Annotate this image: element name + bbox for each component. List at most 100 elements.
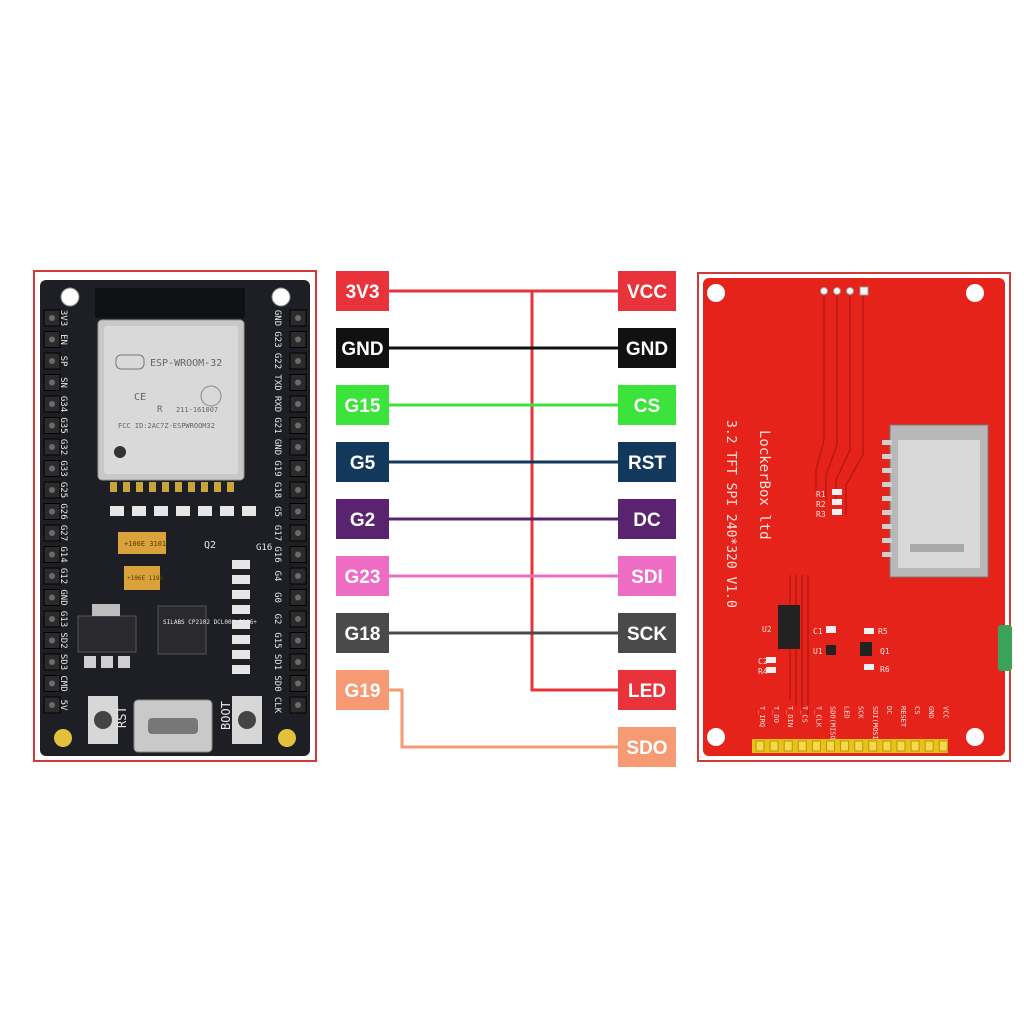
header-pin-hole xyxy=(49,680,55,687)
header-pin-hole xyxy=(49,530,55,536)
resistor-column xyxy=(232,560,250,674)
esp-pin-label: G19 xyxy=(272,460,282,476)
wifi-logo-icon xyxy=(200,385,222,407)
smd-resistor xyxy=(232,605,250,614)
pin-label-3v3: 3V3 xyxy=(346,282,380,303)
resistor-r6 xyxy=(864,664,874,670)
tft-header-pin xyxy=(938,740,948,752)
mount-hole xyxy=(54,729,72,747)
espressif-logo xyxy=(115,354,145,370)
header-pin-hole xyxy=(49,401,55,407)
esp-pin-label: G2 xyxy=(272,614,282,625)
header-pin-hole xyxy=(49,508,55,515)
pin1-dot xyxy=(114,446,126,458)
tft-header-pin xyxy=(797,740,807,752)
component-label-c2: C2 xyxy=(758,657,768,666)
ribbon-tab xyxy=(998,625,1012,671)
sd-pin xyxy=(882,510,892,515)
pin-label-sdo: SDO xyxy=(626,738,667,759)
tft-pin-label: CS xyxy=(913,706,921,714)
esp-pin-label: G33 xyxy=(58,460,68,476)
esp-pin-label: CLK xyxy=(272,697,282,714)
header-pin-hole xyxy=(295,379,301,386)
sd-pin xyxy=(882,454,892,459)
fcc-id: FCC ID:2AC7Z-ESPWROOM32 xyxy=(118,422,215,430)
esp32-board: ESP-WROOM-32 CE R 211-161007 FCC ID:2AC7… xyxy=(40,280,310,756)
header-pin-hole xyxy=(295,358,301,364)
header-pin-hole xyxy=(49,573,55,579)
esp-pin-label: SD3 xyxy=(58,654,68,670)
sd-pin xyxy=(882,538,892,543)
tft-header-pins xyxy=(755,740,948,752)
header-pin-hole xyxy=(49,336,55,343)
mount-hole xyxy=(707,284,725,302)
pin-label-g15: G15 xyxy=(345,396,381,417)
sd-pin xyxy=(882,552,892,557)
component-label-r2: R2 xyxy=(816,500,826,509)
top-pad xyxy=(846,287,854,295)
pin-box-sck xyxy=(618,613,676,653)
pin-box-gnd xyxy=(336,328,389,368)
tft-pin-label: T_IRQ xyxy=(758,706,766,727)
pin-box-g23 xyxy=(336,556,389,596)
esp-pin-label: G18 xyxy=(272,482,282,498)
module-pad xyxy=(123,482,130,492)
smd-resistor xyxy=(232,620,250,629)
mount-hole xyxy=(966,728,984,746)
tantalum-cap xyxy=(118,532,166,554)
esp-pin-label: 5V xyxy=(58,700,68,711)
rst-button[interactable] xyxy=(94,711,112,729)
q2-label: Q2 xyxy=(204,540,216,551)
esp32-frame xyxy=(33,270,317,762)
component-label-q1: Q1 xyxy=(880,647,890,656)
wire-g19-sdo xyxy=(389,688,618,749)
tft-pin-label: RESET xyxy=(899,706,907,728)
pin-label-cs: CS xyxy=(634,396,660,417)
sd-pin xyxy=(882,468,892,473)
sd-card-latch xyxy=(910,544,964,552)
mount-hole xyxy=(60,287,80,307)
pin-box-3v3 xyxy=(336,271,389,311)
pin-label-g19: G19 xyxy=(345,681,381,702)
header-pin-hole xyxy=(295,530,301,536)
wire-3v3-led xyxy=(530,291,618,692)
esp-pin-label: RXD xyxy=(272,396,282,412)
esp-pin-label: GND xyxy=(272,439,282,455)
tft-header-pin xyxy=(783,740,793,752)
tft-header-pin xyxy=(896,740,906,752)
pin-box-g19 xyxy=(336,670,389,710)
header-pin-hole xyxy=(49,444,55,450)
pin-box-gnd xyxy=(618,328,676,368)
esp-pin-label: GND xyxy=(58,589,68,605)
esp-pin-label: G32 xyxy=(58,439,68,455)
left-header xyxy=(43,309,61,714)
pin-label-g18: G18 xyxy=(345,624,381,645)
esp-pin-label: TXD xyxy=(272,374,282,390)
header-pin-hole xyxy=(295,702,301,708)
r-mark: R xyxy=(157,405,163,415)
tft-pin-label: SDI(MOSI) xyxy=(871,706,879,744)
top-pad xyxy=(820,287,828,295)
tft-header-pin xyxy=(826,740,835,752)
header-pin-hole xyxy=(295,594,301,601)
esp-pin-label: SD0 xyxy=(272,675,282,691)
sd-pin xyxy=(882,440,892,445)
header-pin-hole xyxy=(295,573,301,579)
esp-pin-label: G25 xyxy=(58,482,68,498)
mount-hole xyxy=(966,284,984,302)
smd-resistor xyxy=(832,499,842,505)
tft-pin-label: VCC xyxy=(941,706,949,719)
smd-resistor xyxy=(232,635,250,644)
smd-part xyxy=(176,506,190,516)
header-pin-hole xyxy=(295,680,301,687)
header-pin-hole xyxy=(49,637,55,644)
header-pin-hole xyxy=(49,702,55,708)
boot-button[interactable] xyxy=(238,711,256,729)
esp-pin-label: G14 xyxy=(58,546,68,562)
module-pad xyxy=(201,482,208,492)
rst-label: RST xyxy=(115,706,129,728)
module-pad xyxy=(175,482,182,492)
sd-pin xyxy=(882,482,892,487)
